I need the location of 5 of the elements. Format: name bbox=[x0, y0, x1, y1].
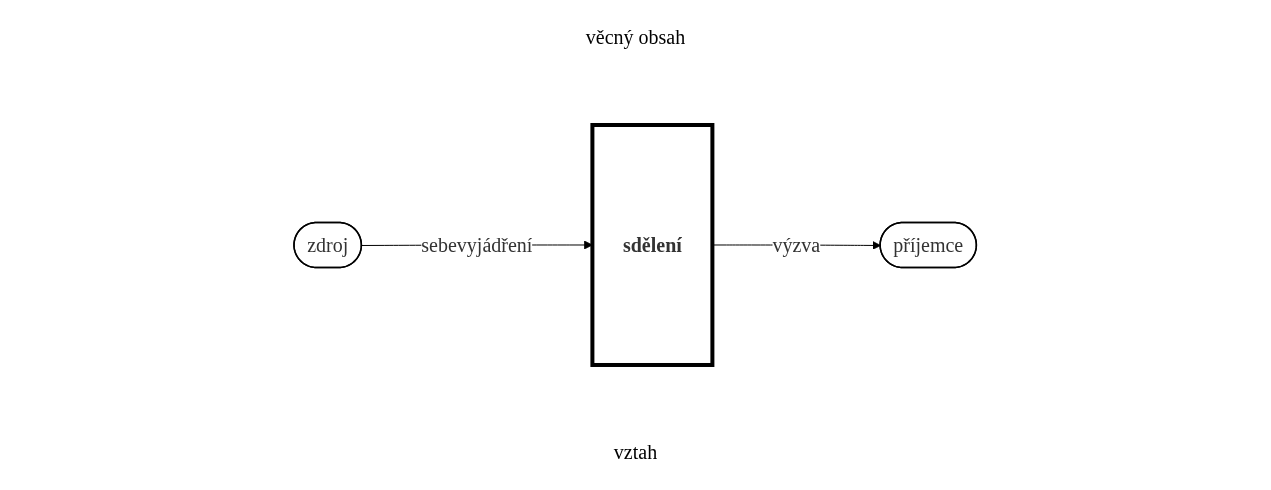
side-label: vztah bbox=[613, 441, 658, 464]
side-label: věcný obsah bbox=[585, 26, 686, 49]
node-box: sdělení bbox=[590, 123, 715, 367]
edge-label: sebevyjádření bbox=[421, 233, 533, 256]
edge-label: výzva bbox=[772, 233, 821, 256]
